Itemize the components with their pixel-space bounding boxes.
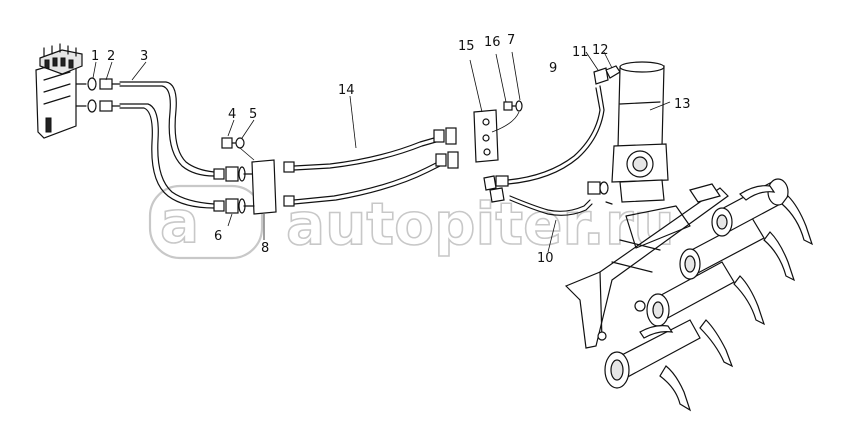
callout-8: 8 [261, 241, 269, 256]
callout-13: 13 [674, 97, 691, 112]
tines [639, 185, 814, 412]
watermark: a autopiter.ru [148, 184, 676, 260]
callout-15: 15 [458, 39, 475, 54]
hose-9 [483, 85, 605, 191]
callout-10: 10 [537, 251, 554, 266]
block-8 [243, 159, 277, 215]
watermark-logo [148, 184, 264, 260]
callout-16: 16 [484, 35, 501, 50]
watermark-text: autopiter.ru [286, 190, 675, 258]
callout-12: 12 [592, 43, 609, 58]
watermark-at-icon: a [160, 188, 199, 256]
drum-section-1 [604, 319, 701, 389]
rotor-frame [564, 183, 729, 349]
fitting-11 [585, 51, 609, 85]
callout-6: 6 [214, 229, 222, 244]
hose-14 [283, 95, 459, 207]
callout-11: 11 [572, 45, 589, 60]
control-valve-block [35, 43, 87, 139]
callout-4: 4 [228, 107, 236, 122]
fitting-16 [495, 53, 517, 111]
rotor-drum [604, 178, 814, 412]
drum-section-2 [646, 261, 735, 327]
callout-9: 9 [549, 61, 557, 76]
hydraulic-cylinder-13 [611, 61, 669, 203]
fitting-2 [99, 78, 121, 112]
callout-7: 7 [507, 33, 515, 48]
hose-3 [119, 81, 215, 209]
callout-1: 1 [91, 49, 99, 64]
hose-10 [489, 181, 613, 253]
callout-5: 5 [249, 107, 257, 122]
seal-ring-1 [87, 77, 97, 113]
fitting-4 [221, 137, 237, 149]
drum-section-3 [679, 217, 765, 280]
callout-14: 14 [338, 83, 355, 98]
callout-2: 2 [107, 49, 115, 64]
seal-ring-7 [491, 51, 523, 133]
leader-lines [92, 61, 671, 240]
mounting-plate-15 [469, 59, 499, 163]
callout-labels: 1 2 3 4 5 6 7 8 9 10 11 12 13 14 15 16 [91, 33, 691, 266]
fitting-6 [213, 166, 246, 227]
seal-ring-5 [235, 137, 255, 161]
callout-3: 3 [140, 49, 148, 64]
